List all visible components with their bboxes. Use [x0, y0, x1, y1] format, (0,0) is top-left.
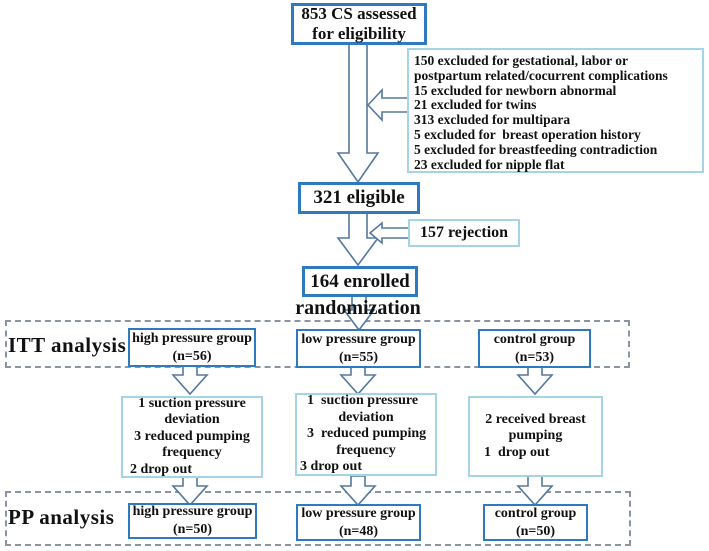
attrition-line: deviation — [338, 409, 394, 425]
excluded-line: 5 excluded for breast operation history — [414, 126, 641, 142]
excluded-line: 150 excluded for gestational, labor or — [414, 53, 628, 68]
attrition-line: deviation — [164, 412, 220, 428]
down-arrow-icon — [336, 44, 380, 184]
attrition-line: 1 suction pressure — [138, 395, 246, 411]
pp-analysis-label: PP analysis — [8, 505, 115, 529]
group-name: control group — [493, 331, 576, 347]
attrition-line: frequency — [162, 445, 222, 461]
randomization-label: randomization — [295, 297, 421, 319]
excluded-line: 21 excluded for twins — [414, 97, 537, 113]
rejection-box: 157 rejection — [408, 219, 520, 247]
itt-analysis-label: ITT analysis — [8, 333, 127, 357]
assessed-line2: for eligibility — [312, 24, 406, 43]
assessed-line1: 853 CS assessed — [301, 4, 417, 24]
left-arrow-icon — [366, 88, 410, 122]
down-arrow-icon — [339, 476, 377, 507]
group-n: (n=55) — [338, 349, 379, 365]
assessed-box: 853 CS assessed for eligibility — [291, 3, 427, 45]
attrition-line: frequency — [336, 442, 396, 458]
enrolled-label: 164 enrolled — [310, 270, 410, 292]
excluded-line: 15 excluded for newborn abnormal — [414, 82, 617, 98]
down-arrow-icon — [516, 476, 554, 507]
attrition-line: 1 suction pressure — [307, 393, 419, 409]
group-n: (n=48) — [338, 523, 379, 539]
rejection-label: 157 rejection — [419, 223, 509, 241]
attrition-low-box: 1 suction pressure deviation 3 reduced p… — [295, 393, 437, 476]
eligible-label: 321 eligible — [313, 187, 405, 209]
left-arrow-icon — [369, 221, 410, 245]
group-name: low pressure group — [301, 331, 416, 347]
itt-low-pressure-box: low pressure group (n=55) — [296, 329, 421, 368]
eligible-box: 321 eligible — [298, 182, 420, 214]
group-name: low pressure group — [301, 505, 416, 521]
attrition-line: 3 reduced pumping — [134, 428, 250, 444]
pp-analysis-region — [5, 491, 631, 546]
group-name: high pressure group — [132, 330, 252, 346]
attrition-high-box: 1 suction pressure deviation 3 reduced p… — [121, 396, 263, 478]
excluded-line: 313 excluded for multipara — [414, 112, 571, 128]
down-arrow-icon — [339, 365, 377, 396]
attrition-line: 3 drop out — [300, 459, 362, 475]
excluded-box: 150 excluded for gestational, labor or p… — [407, 48, 704, 173]
group-name: control group — [494, 505, 577, 521]
attrition-line: 2 drop out — [130, 461, 192, 477]
itt-high-pressure-box: high pressure group (n=56) — [128, 328, 256, 367]
group-n: (n=50) — [515, 523, 556, 539]
itt-control-box: control group (n=53) — [478, 329, 591, 368]
attrition-control-box: 2 received breast pumping 1 drop out — [468, 396, 603, 477]
excluded-line: 5 excluded for breastfeeding contradicti… — [414, 141, 658, 157]
pp-control-box: control group (n=50) — [483, 504, 588, 541]
down-arrow-icon — [516, 365, 554, 396]
down-arrow-icon — [336, 212, 380, 267]
attrition-line: 1 drop out — [484, 444, 550, 460]
group-n: (n=53) — [514, 349, 555, 365]
attrition-line: pumping — [508, 428, 563, 444]
pp-high-pressure-box: high pressure group (n=50) — [128, 503, 257, 539]
excluded-line: postpartum related/cocurrent complicatio… — [414, 67, 668, 83]
down-arrow-icon — [171, 365, 209, 396]
enrolled-box: 164 enrolled — [302, 266, 418, 297]
group-n: (n=50) — [172, 522, 213, 537]
pp-low-pressure-box: low pressure group (n=48) — [296, 504, 421, 541]
attrition-line: 2 received breast — [485, 411, 586, 427]
excluded-line: 23 excluded for nipple flat — [414, 156, 565, 172]
group-name: high pressure group — [132, 504, 253, 519]
group-n: (n=56) — [172, 348, 212, 364]
attrition-line: 3 reduced pumping — [307, 426, 427, 442]
